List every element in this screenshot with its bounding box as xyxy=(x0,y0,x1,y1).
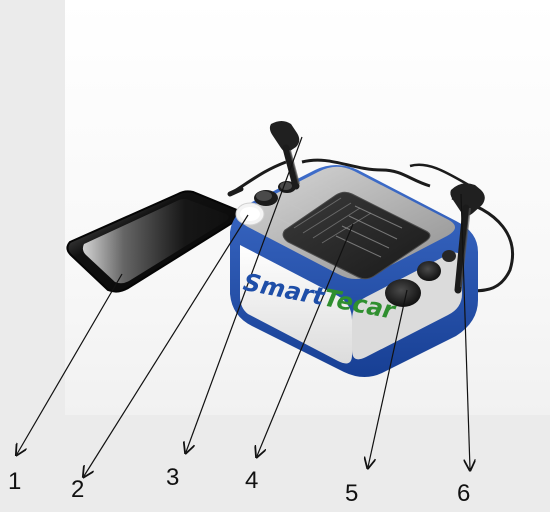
left-probe-handle xyxy=(270,121,299,186)
callout-number-3: 3 xyxy=(166,466,179,490)
electrode-plate xyxy=(67,189,241,292)
callout-number-2: 2 xyxy=(71,478,84,502)
arrow-1 xyxy=(17,274,122,454)
callout-number-6: 6 xyxy=(457,482,470,506)
callout-number-4: 4 xyxy=(245,469,258,493)
callout-number-1: 1 xyxy=(8,470,21,494)
callout-number-5: 5 xyxy=(345,482,358,506)
